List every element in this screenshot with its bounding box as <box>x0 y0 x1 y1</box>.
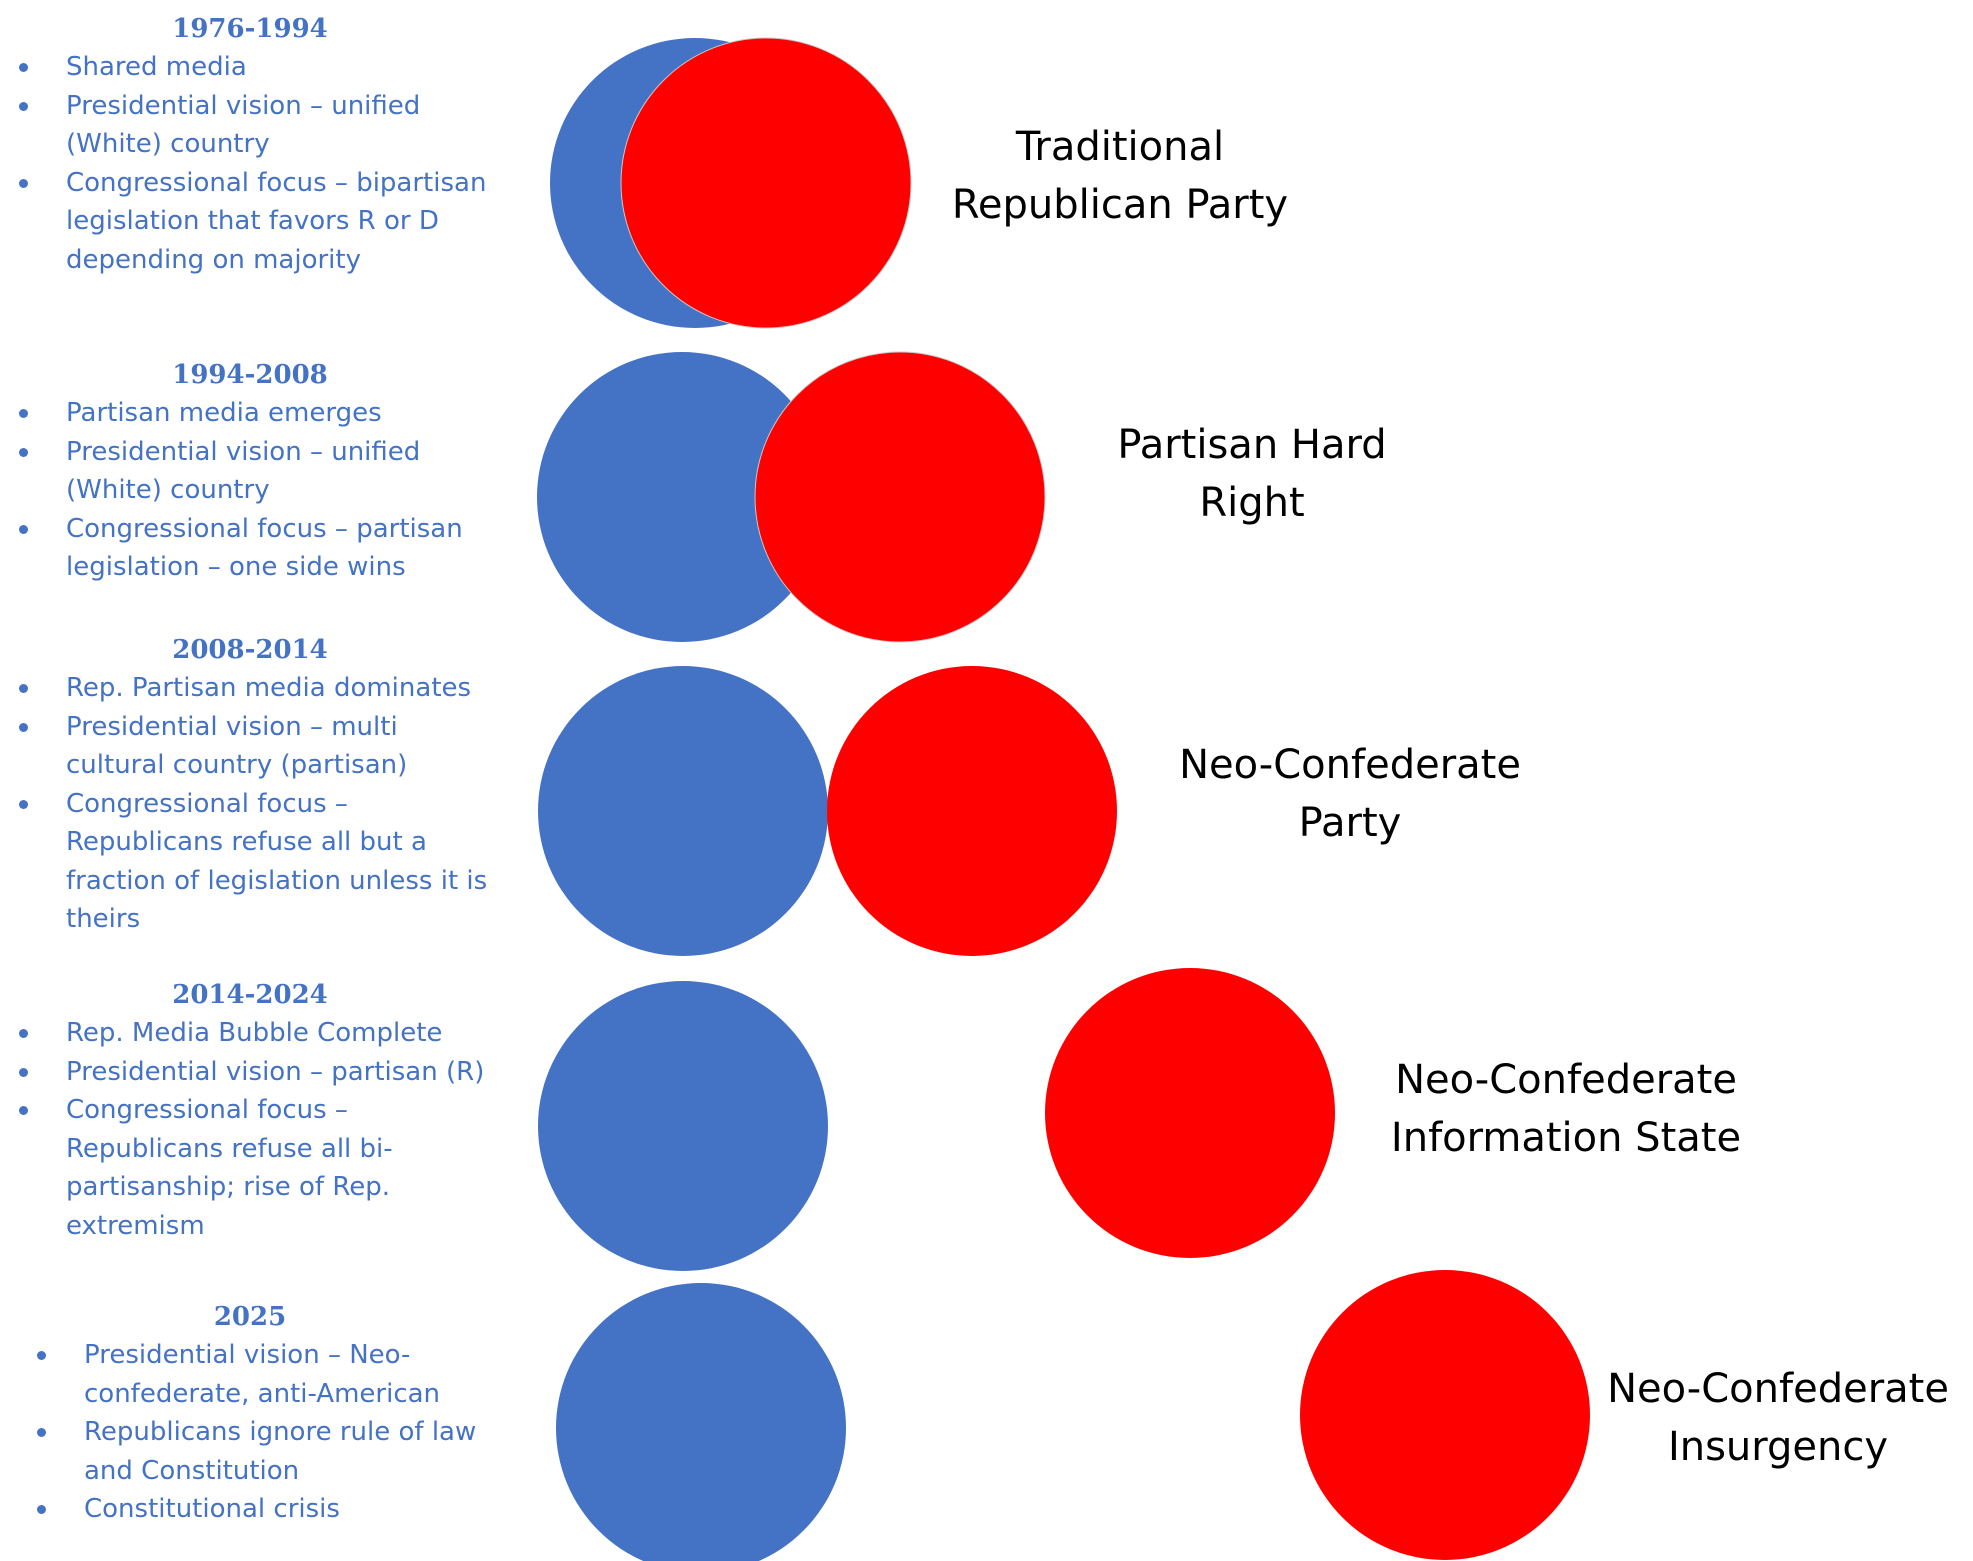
era-5-bullet: Republicans ignore rule of law and Const… <box>0 1413 500 1490</box>
era-2-bullet: Partisan media emerges <box>0 394 500 433</box>
era-4-label-line: Neo-Confederate <box>1395 1057 1737 1103</box>
era-3-title: 2008-2014 <box>172 635 328 665</box>
era-4-bullet: Presidential vision – partisan (R) <box>0 1053 500 1092</box>
era-5-label-line: Insurgency <box>1667 1424 1889 1470</box>
era-1-bullet: Congressional focus – bipartisan legisla… <box>0 164 500 280</box>
era-1-description: 1976-1994 Shared media Presidential visi… <box>0 14 500 279</box>
era-3-bullets: Rep. Partisan media dominates Presidenti… <box>0 669 500 939</box>
republican-circle <box>1300 1270 1590 1560</box>
era-1-label: Traditional Republican Party <box>920 118 1320 234</box>
era-5-bullet: Constitutional crisis <box>0 1490 500 1529</box>
era-2-circles <box>537 351 1046 643</box>
democratic-circle <box>538 981 828 1271</box>
era-1-title: 1976-1994 <box>172 14 328 44</box>
era-5-title: 2025 <box>213 1302 287 1332</box>
era-1-bullets: Shared media Presidential vision – unifi… <box>0 48 500 279</box>
era-4-bullet: Congressional focus – Republicans refuse… <box>0 1091 500 1245</box>
era-2-bullet: Congressional focus – partisan legislati… <box>0 510 500 587</box>
era-4-title: 2014-2024 <box>172 980 328 1010</box>
era-2-bullet: Presidential vision – unified (White) co… <box>0 433 500 510</box>
era-1-circles <box>550 37 912 329</box>
era-4-label: Neo-Confederate Information State <box>1366 1051 1766 1167</box>
democratic-circle <box>538 666 828 956</box>
era-3-circles <box>538 666 1117 956</box>
era-5-circles <box>556 1270 1590 1561</box>
republican-circle <box>1045 968 1335 1258</box>
era-2-description: 1994-2008 Partisan media emerges Preside… <box>0 360 500 587</box>
era-3-label-line: Party <box>1298 800 1402 846</box>
era-2-label-line: Partisan Hard <box>1117 422 1387 468</box>
era-3-bullet: Presidential vision – multi cultural cou… <box>0 708 500 785</box>
era-3-label-line: Neo-Confederate <box>1179 742 1521 788</box>
era-1-bullet: Presidential vision – unified (White) co… <box>0 87 500 164</box>
republican-circle <box>754 351 1046 643</box>
era-4-circles <box>538 968 1335 1271</box>
era-2-label-line: Right <box>1199 480 1305 526</box>
democratic-circle <box>537 352 827 642</box>
era-1-label-line: Traditional <box>1015 124 1225 170</box>
era-5-bullets: Presidential vision – Neo-confederate, a… <box>0 1336 500 1529</box>
era-2-label: Partisan Hard Right <box>1052 416 1452 532</box>
era-5-bullet: Presidential vision – Neo-confederate, a… <box>0 1336 500 1413</box>
era-5-label-line: Neo-Confederate <box>1607 1366 1949 1412</box>
era-3-bullet: Congressional focus – Republicans refuse… <box>0 785 500 939</box>
democratic-circle <box>556 1283 846 1561</box>
republican-circle <box>620 37 912 329</box>
era-3-bullet: Rep. Partisan media dominates <box>0 669 500 708</box>
era-4-description: 2014-2024 Rep. Media Bubble Complete Pre… <box>0 980 500 1245</box>
era-2-bullets: Partisan media emerges Presidential visi… <box>0 394 500 587</box>
era-1-bullet: Shared media <box>0 48 500 87</box>
era-2-title: 1994-2008 <box>172 360 328 390</box>
era-5-label: Neo-Confederate Insurgency <box>1588 1360 1968 1476</box>
era-1-label-line: Republican Party <box>951 182 1289 228</box>
era-3-description: 2008-2014 Rep. Partisan media dominates … <box>0 635 500 939</box>
republican-circle <box>827 666 1117 956</box>
era-4-bullets: Rep. Media Bubble Complete Presidential … <box>0 1014 500 1245</box>
era-5-description: 2025 Presidential vision – Neo-confedera… <box>0 1302 500 1529</box>
era-4-bullet: Rep. Media Bubble Complete <box>0 1014 500 1053</box>
era-4-label-line: Information State <box>1390 1115 1742 1161</box>
era-3-label: Neo-Confederate Party <box>1150 736 1550 852</box>
